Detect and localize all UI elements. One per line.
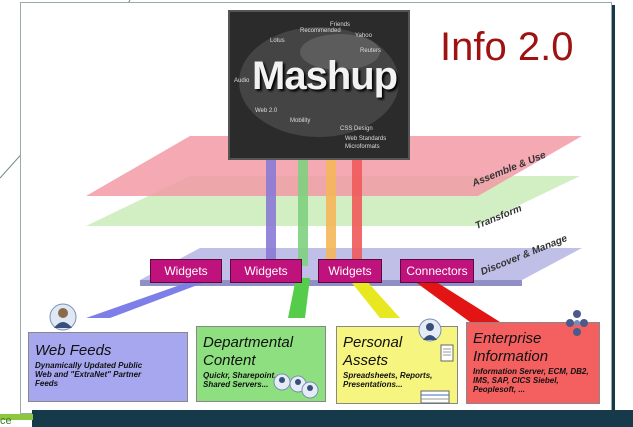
tag-word: Microformats — [345, 144, 380, 150]
corner-text: ce — [0, 415, 12, 427]
beam-orange — [326, 150, 336, 266]
tag-word: Friends — [330, 22, 350, 28]
tag-word: Yahoo — [355, 33, 373, 39]
beam-to-enterprise — [410, 278, 500, 322]
tag-word: Web 2.0 — [255, 108, 278, 114]
document-icon — [440, 344, 454, 362]
departmental-title-1: Departmental — [203, 334, 294, 351]
tag-cloud: Recommended Yahoo Lotus Friends Reuters … — [234, 22, 399, 150]
person-icon — [49, 303, 77, 331]
enterprise-sub: Information Server, ECM, DB2, IMS, SAP, … — [473, 367, 589, 394]
personal-sub: Spreadsheets, Reports, Presentations... — [343, 371, 433, 389]
connectors[interactable]: Connectors — [400, 259, 474, 283]
personal-title-2: Assets — [343, 352, 389, 369]
beam-to-personal — [348, 278, 400, 318]
beam-green — [298, 150, 308, 266]
beam-to-webfeeds — [86, 278, 216, 318]
web-feeds-box: Web Feeds Dynamically Updated Public Web… — [28, 332, 188, 402]
user-icon — [418, 318, 442, 342]
tag-word: Audio — [234, 78, 250, 84]
widget-3[interactable]: Widgets — [318, 259, 382, 283]
widget-2[interactable]: Widgets — [230, 259, 302, 283]
people-group-icon — [273, 373, 319, 399]
bottom-band — [32, 410, 633, 427]
widget-1[interactable]: Widgets — [150, 259, 222, 283]
beam-to-departmental — [288, 278, 310, 318]
molecule-icon — [566, 310, 588, 336]
web-feeds-title: Web Feeds — [35, 342, 112, 359]
page-title: Info 2.0 — [440, 25, 574, 69]
web-feeds-sub: Dynamically Updated Public Web and "Extr… — [35, 361, 143, 388]
personal-title-1: Personal — [343, 334, 403, 351]
departmental-box: Departmental Content Quickr, Sharepoint,… — [196, 326, 326, 402]
enterprise-title-1: Enterprise — [473, 330, 542, 347]
accent-bar — [0, 414, 33, 420]
tag-word: Reuters — [360, 48, 381, 54]
tag-word: Lotus — [270, 38, 285, 44]
tag-word: Recommended — [300, 28, 341, 34]
tag-word: Mobility — [290, 118, 310, 124]
departmental-title-2: Content — [203, 352, 256, 369]
mashup-box: Recommended Yahoo Lotus Friends Reuters … — [228, 10, 410, 160]
spreadsheet-icon — [420, 390, 450, 404]
departmental-sub: Quickr, Sharepoint, Shared Servers... — [203, 371, 277, 389]
enterprise-title-2: Information — [473, 348, 549, 365]
tag-word: CSS Design — [340, 126, 373, 132]
beam-red — [352, 150, 362, 266]
tag-word: Web Standards — [345, 136, 386, 142]
beam-purple — [266, 150, 276, 266]
mashup-label: Mashup — [252, 54, 398, 98]
